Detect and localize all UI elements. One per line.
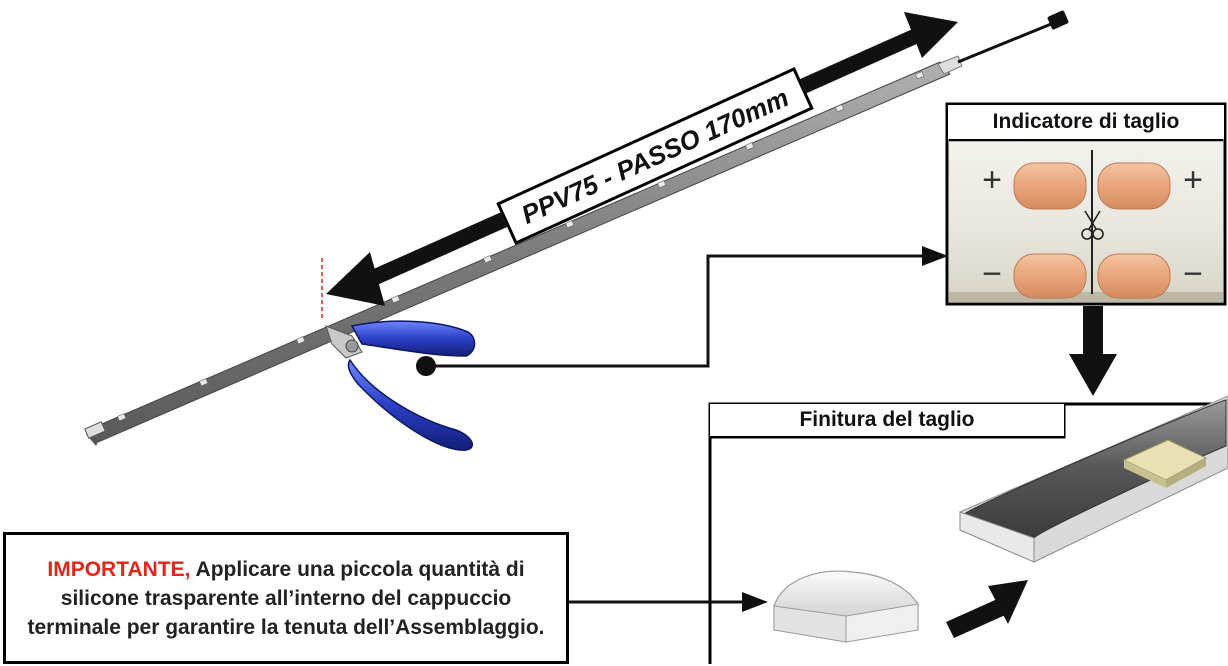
plier-icon [325, 320, 476, 451]
scissors-icon [1081, 210, 1104, 240]
plus-right: + [1183, 161, 1203, 199]
minus-left: − [982, 255, 1002, 293]
important-note-text: IMPORTANTE, Applicare una piccola quanti… [14, 555, 558, 642]
finish-title: Finitura del taglio [710, 404, 1064, 436]
profile-icon [958, 395, 1228, 563]
cap-to-profile-arrow [946, 580, 1028, 638]
led-strip [84, 10, 1069, 446]
note-arrow [569, 592, 768, 612]
minus-right: − [1183, 255, 1203, 293]
plus-left: + [982, 161, 1002, 199]
end-cap-icon [773, 570, 919, 643]
down-arrow [1069, 306, 1117, 396]
important-note: IMPORTANTE, Applicare una piccola quanti… [3, 532, 569, 664]
important-label: IMPORTANTE, [47, 557, 191, 581]
note-body: Applicare una piccola quantità di silico… [27, 557, 545, 639]
cut-indicator-title: Indicatore di taglio [948, 105, 1224, 139]
connector-arrow [416, 246, 948, 376]
